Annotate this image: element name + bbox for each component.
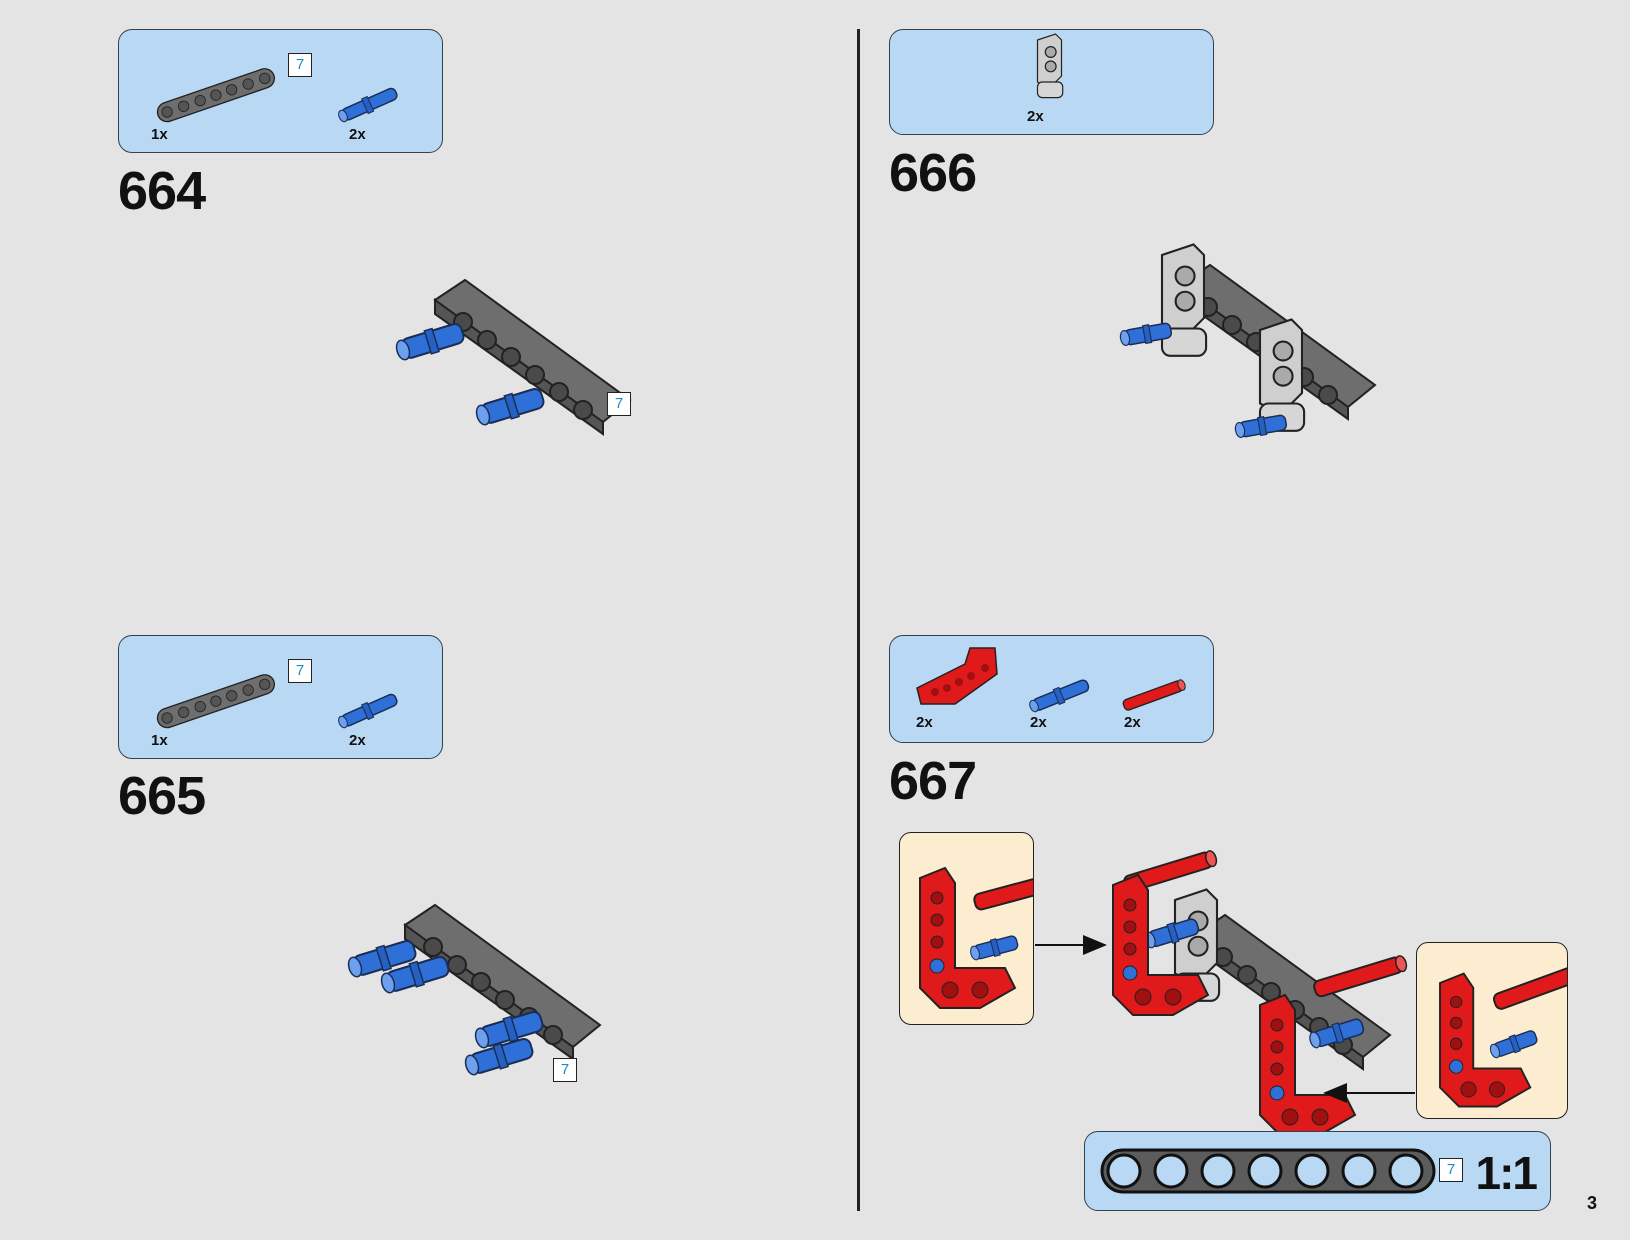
step-666-model-illustration bbox=[1118, 243, 1376, 441]
blue-pin-part-image bbox=[335, 84, 400, 126]
subassembly-callout-left bbox=[899, 832, 1034, 1025]
part-qty: 1x bbox=[151, 126, 168, 143]
part-qty: 2x bbox=[1030, 714, 1047, 731]
step-number: 664 bbox=[118, 161, 206, 221]
blue-pin-part-image bbox=[1026, 676, 1092, 716]
beam-7-scale-reference bbox=[1100, 1148, 1436, 1194]
step-number: 665 bbox=[118, 766, 206, 826]
scale-label: 1:1 bbox=[1475, 1147, 1539, 1199]
part-qty: 2x bbox=[916, 714, 933, 731]
step-667-model-illustration bbox=[1035, 848, 1415, 1136]
red-l-beam-subassembly-image bbox=[1439, 961, 1567, 1108]
step-number: 667 bbox=[889, 751, 977, 811]
length-tag: 7 bbox=[607, 392, 631, 416]
length-tag: 7 bbox=[1439, 1158, 1463, 1182]
red-l-beam-subassembly-image bbox=[919, 867, 1033, 1009]
page-number: 3 bbox=[1587, 1193, 1598, 1213]
length-tag: 7 bbox=[288, 53, 312, 77]
beam-7-part-image bbox=[154, 65, 278, 125]
part-qty: 2x bbox=[349, 732, 366, 749]
part-qty: 1x bbox=[151, 732, 168, 749]
subassembly-callout-right bbox=[1416, 942, 1568, 1119]
gray-connector-part-image bbox=[1036, 33, 1064, 99]
beam-7-part-image bbox=[154, 671, 278, 731]
page-divider bbox=[857, 29, 860, 1211]
blue-pin-part-image bbox=[335, 690, 400, 732]
part-qty: 2x bbox=[1027, 108, 1044, 125]
red-l-beam-part-image bbox=[916, 647, 998, 705]
parts-list-666: 2x bbox=[889, 29, 1214, 135]
length-tag: 7 bbox=[288, 659, 312, 683]
parts-list-665: 7 1x 2x bbox=[118, 635, 443, 759]
part-qty: 2x bbox=[1124, 714, 1141, 731]
parts-list-664: 7 1x 2x bbox=[118, 29, 443, 153]
step-664-model-illustration bbox=[392, 279, 631, 435]
red-axle-pin-part-image bbox=[1121, 678, 1188, 712]
part-qty: 2x bbox=[349, 126, 366, 143]
length-tag: 7 bbox=[553, 1058, 577, 1082]
step-number: 666 bbox=[889, 143, 977, 203]
parts-list-667: 2x 2x 2x bbox=[889, 635, 1214, 743]
scale-reference-box: 7 1:1 bbox=[1084, 1131, 1551, 1211]
